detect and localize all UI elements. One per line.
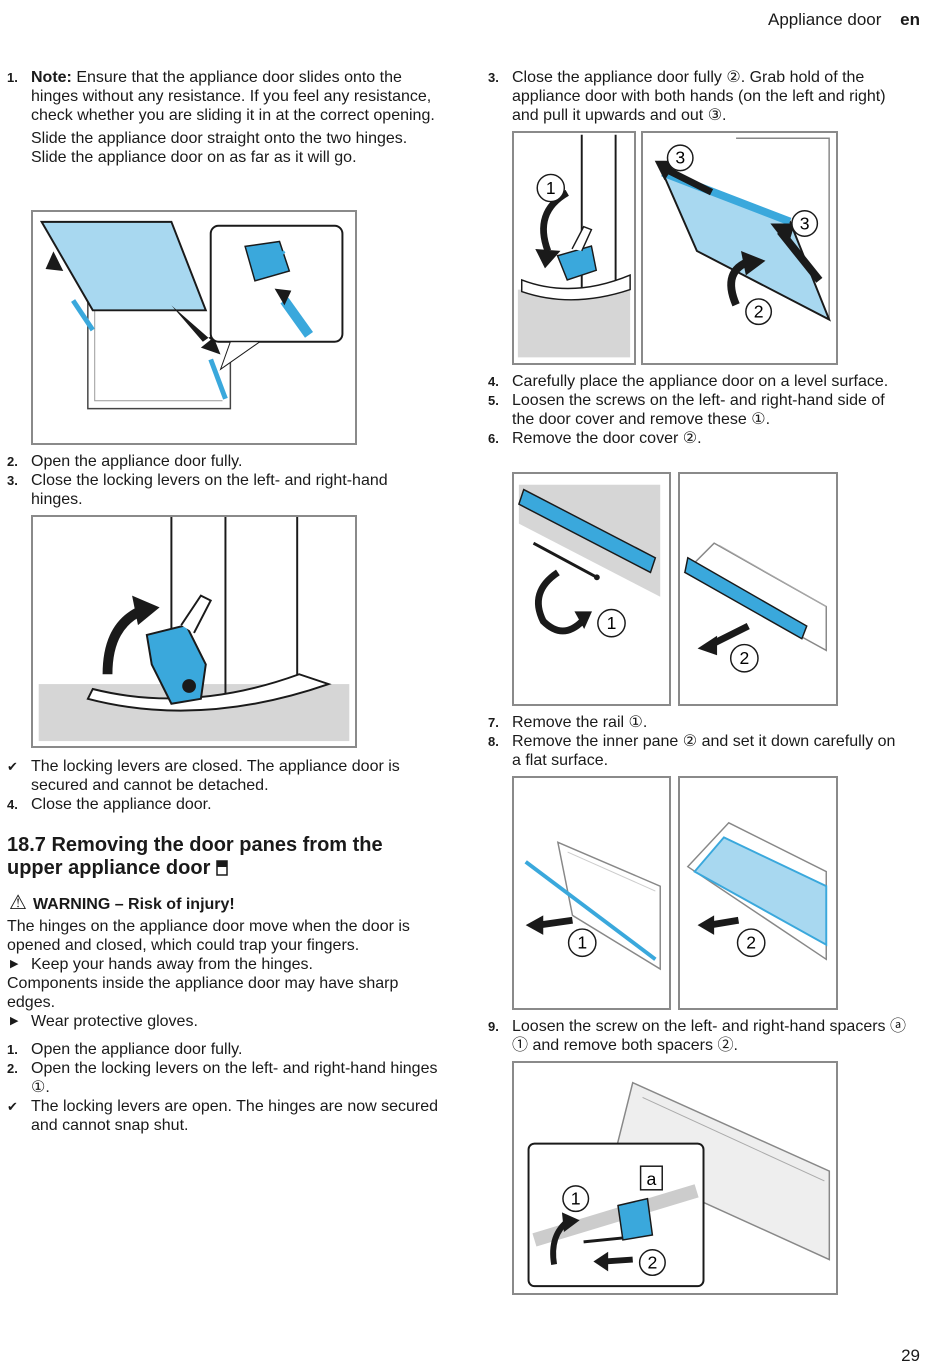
step-number: 4. — [7, 797, 18, 812]
figure-remove-rail: 1 — [512, 776, 671, 1010]
note-text: Note: Ensure that the appliance door sli… — [31, 69, 435, 124]
figure-slide-door-onto-hinges — [31, 210, 357, 445]
step-text: Close the appliance door. — [31, 796, 212, 813]
result-text: The locking levers are open. The hinges … — [31, 1098, 439, 1134]
upper-door-icon — [216, 860, 228, 876]
step-text: Open the locking levers on the left- and… — [31, 1060, 438, 1096]
step-text: Close the appliance door fully ②. Grab h… — [512, 69, 886, 124]
right-steps-7-8: 7. Remove the rail ①. 8. Remove the inne… — [488, 713, 908, 770]
check-icon: ✔ — [7, 759, 18, 774]
step-number: 9. — [488, 1019, 499, 1034]
figure-close-locking-levers — [31, 515, 357, 748]
figure-remove-door-cover: 2 — [678, 472, 838, 706]
note-label: Note: — [31, 69, 72, 86]
callout-1: 1 — [546, 178, 556, 198]
step-text: Remove the inner pane ② and set it down … — [512, 733, 896, 769]
result-text: The locking levers are closed. The appli… — [31, 758, 400, 794]
callout-3b: 3 — [800, 213, 810, 233]
step-text: Remove the door cover ②. — [512, 430, 702, 447]
step-text: Close the locking levers on the left- an… — [31, 472, 388, 508]
step-text: Open the appliance door fully. — [31, 1041, 243, 1058]
right-steps-4-6: 4. Carefully place the appliance door on… — [488, 372, 908, 448]
step-number: 1. — [7, 70, 18, 85]
step-text: Remove the rail ①. — [512, 714, 648, 731]
callout-2: 2 — [746, 933, 756, 953]
step-text: Slide the appliance door straight onto t… — [31, 130, 408, 166]
callout-1: 1 — [607, 613, 617, 633]
section-title: 18.7 Removing the door panes from the up… — [7, 834, 383, 879]
page-number: 29 — [901, 1346, 920, 1365]
figure-remove-inner-pane: 2 — [678, 776, 838, 1010]
step-number: 1. — [7, 1042, 18, 1057]
action-arrow-icon: ▶ — [10, 958, 19, 970]
header-section: Appliance door — [768, 10, 882, 29]
warning-para-1: The hinges on the appliance door move wh… — [7, 918, 410, 954]
right-step-9: 9. Loosen the screw on the left- and rig… — [488, 1017, 908, 1055]
step-number: 2. — [7, 1061, 18, 1076]
callout-1: 1 — [577, 933, 587, 953]
warning-block: ⚠ WARNING – Risk of injury! The hinges on… — [7, 892, 442, 1135]
step-text: Carefully place the appliance door on a … — [512, 373, 889, 390]
callout-2: 2 — [754, 302, 764, 322]
callout-2: 2 — [739, 648, 749, 668]
step-number: 3. — [7, 473, 18, 488]
step-number: 5. — [488, 393, 499, 408]
left-result-and-step-4: ✔ The locking levers are closed. The app… — [7, 757, 442, 814]
left-steps-2-3: 2. Open the appliance door fully. 3. Clo… — [7, 452, 442, 509]
action-arrow-icon: ▶ — [10, 1015, 19, 1027]
step-number: 2. — [7, 454, 18, 469]
header-lang: en — [900, 10, 920, 29]
action-text: Wear protective gloves. — [31, 1013, 198, 1030]
step-text: Open the appliance door fully. — [31, 453, 243, 470]
step-number: 6. — [488, 431, 499, 446]
step-number: 7. — [488, 715, 499, 730]
callout-a: a — [646, 1169, 656, 1189]
callout-1: 1 — [571, 1189, 581, 1209]
figure-remove-spacers: a 1 2 — [512, 1061, 838, 1295]
warning-para-2: Components inside the appliance door may… — [7, 975, 399, 1011]
callout-2: 2 — [647, 1252, 657, 1272]
warning-icon: ⚠ — [9, 892, 27, 914]
step-number: 8. — [488, 734, 499, 749]
action-text: Keep your hands away from the hinges. — [31, 956, 313, 973]
page-header: Appliance door en — [768, 10, 920, 29]
callout-3: 3 — [675, 148, 685, 168]
figure-close-door: 1 — [512, 131, 636, 365]
step-number: 3. — [488, 70, 499, 85]
check-icon: ✔ — [7, 1099, 18, 1114]
figure-pull-door-out: 3 3 2 — [641, 131, 838, 365]
left-step-1: 1. Note: Ensure that the appliance door … — [7, 68, 442, 167]
figure-loosen-screws: 1 — [512, 472, 671, 706]
step-number: 4. — [488, 374, 499, 389]
figure-slide-door-svg — [33, 212, 355, 443]
section-heading: 18.7 Removing the door panes from the up… — [7, 834, 427, 880]
step-text: Loosen the screws on the left- and right… — [512, 392, 885, 428]
step-text: Loosen the screw on the left- and right-… — [512, 1018, 907, 1054]
right-step-3: 3. Close the appliance door fully ②. Gra… — [488, 68, 908, 125]
warning-title: WARNING – Risk of injury! — [32, 896, 235, 913]
